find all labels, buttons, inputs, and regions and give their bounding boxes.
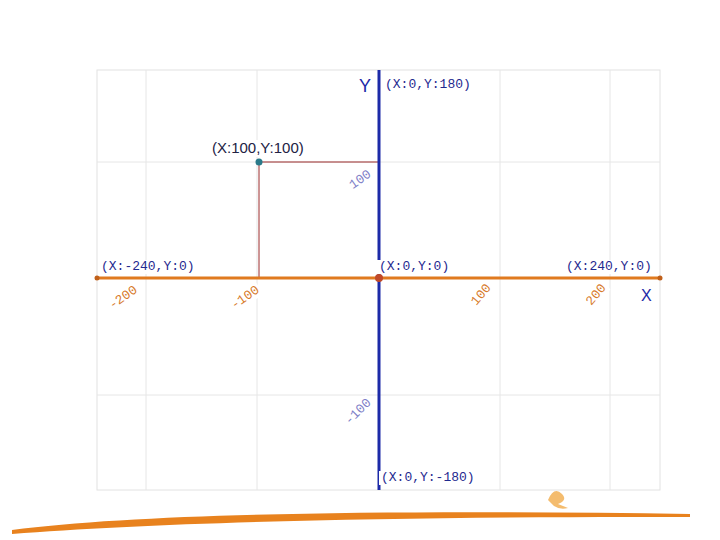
- cat-icon: [548, 491, 568, 509]
- tick-number: 100: [345, 166, 376, 193]
- coordinate-label: (X:0,Y:180): [383, 78, 473, 92]
- guide-line: [259, 162, 260, 278]
- coordinate-label: (X:0,Y:-180): [379, 471, 477, 485]
- point-dot: [256, 159, 263, 166]
- coordinate-label: (X:240,Y:0): [564, 260, 654, 274]
- guide-line: [259, 162, 379, 163]
- point-label: (X:100,Y:100): [210, 140, 306, 157]
- origin-dot: [375, 274, 383, 282]
- axis-end-dot: [658, 276, 663, 281]
- axis-name: X: [639, 287, 654, 305]
- grid-lines: [97, 70, 660, 490]
- stage-border: [97, 70, 660, 490]
- tick-number: -100: [341, 395, 376, 430]
- coordinate-label: (X:-240,Y:0): [99, 260, 197, 274]
- tick-number: -100: [227, 282, 264, 314]
- coordinate-label: (X:0,Y:0): [377, 260, 451, 274]
- tick-number: 200: [582, 280, 611, 310]
- decor-swoosh: [12, 512, 690, 534]
- tick-number: -200: [105, 282, 142, 314]
- axis-end-dot: [95, 276, 100, 281]
- tick-number: 100: [467, 280, 496, 310]
- axis-name: Y: [357, 77, 373, 97]
